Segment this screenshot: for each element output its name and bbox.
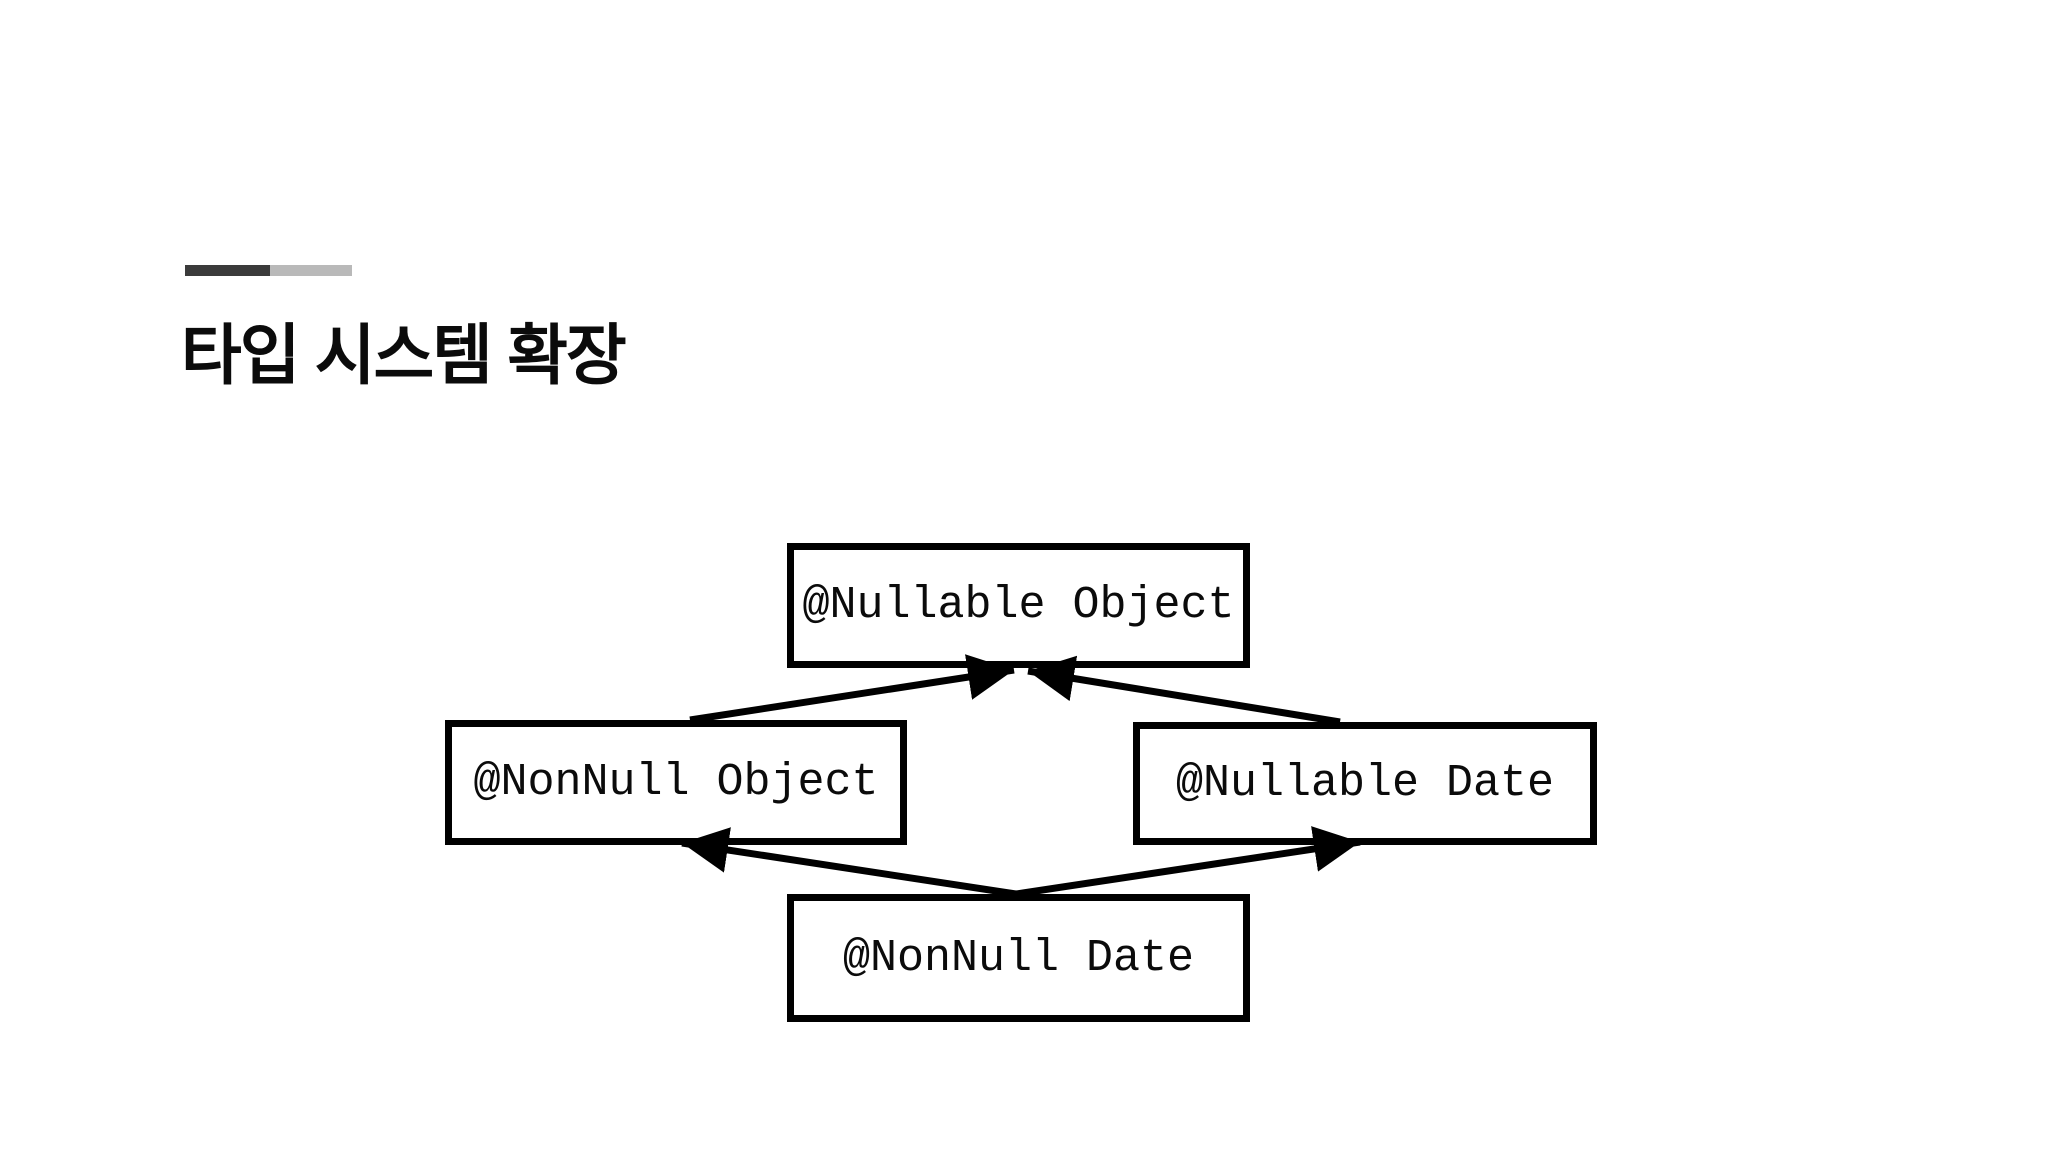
subtype-arrow-nonnull-date-to-nullable-date bbox=[1015, 826, 1361, 898]
subtype-arrow-nullable-date-to-nullable-object bbox=[1027, 655, 1341, 726]
node-nullable-date: @Nullable Date bbox=[1133, 722, 1597, 845]
accent-bar bbox=[185, 265, 352, 276]
accent-bar-light-segment bbox=[270, 265, 352, 276]
node-label: @Nullable Object bbox=[802, 580, 1235, 631]
node-nonnull-date: @NonNull Date bbox=[787, 894, 1250, 1022]
node-nonnull-object: @NonNull Object bbox=[445, 720, 907, 845]
node-label: @NonNull Date bbox=[842, 932, 1195, 984]
subtype-arrow-nonnull-date-to-nonnull-object bbox=[681, 827, 1017, 898]
node-nullable-object: @Nullable Object bbox=[787, 543, 1250, 668]
slide-title: 타입 시스템 확장 bbox=[181, 318, 627, 392]
subtype-arrow-nonnull-object-to-nullable-object bbox=[689, 654, 1015, 724]
node-label: @Nullable Date bbox=[1175, 758, 1555, 809]
accent-bar-dark-segment bbox=[185, 265, 270, 276]
node-label: @NonNull Object bbox=[473, 757, 879, 808]
